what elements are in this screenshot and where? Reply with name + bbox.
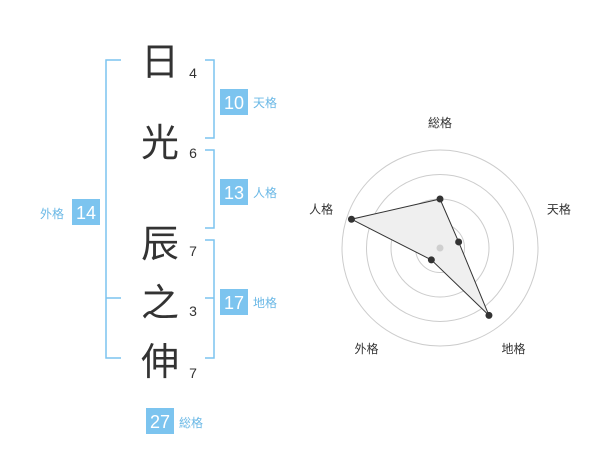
gaikaku-badge-box bbox=[72, 199, 100, 225]
radar-point-3 bbox=[485, 311, 493, 319]
soukaku-badge: 27 総格 bbox=[146, 408, 203, 434]
name-char-4: 之 bbox=[141, 281, 179, 325]
chikaku-bracket bbox=[205, 239, 215, 359]
stroke-count-1: 4 bbox=[189, 65, 197, 81]
radar-axis-label-1: 総格 bbox=[428, 115, 452, 130]
jinkaku-value: 13 bbox=[224, 183, 244, 203]
stroke-count-4: 3 bbox=[189, 303, 197, 319]
soukaku-label: 総格 bbox=[179, 415, 203, 430]
jinkaku-badge-box bbox=[220, 179, 248, 205]
tenkaku-label: 天格 bbox=[253, 95, 277, 110]
tenkaku-badge-box bbox=[220, 89, 248, 115]
radar-ring-3 bbox=[366, 174, 514, 322]
radar-axis-label-5: 人格 bbox=[309, 201, 333, 216]
tenkaku-bracket bbox=[205, 59, 215, 139]
gaikaku-badge: 外格 14 bbox=[40, 199, 100, 225]
radar-point-4 bbox=[427, 256, 435, 264]
stroke-count-3: 7 bbox=[189, 243, 197, 259]
jinkaku-bracket bbox=[205, 149, 215, 229]
name-char-3: 辰 bbox=[141, 222, 179, 266]
name-char-2: 光 bbox=[141, 121, 179, 165]
tenkaku-badge: 10 天格 bbox=[220, 89, 277, 115]
radar-point-2 bbox=[455, 238, 463, 246]
jinkaku-label: 人格 bbox=[253, 185, 277, 200]
chikaku-badge: 17 地格 bbox=[220, 289, 277, 315]
radar-axis-label-4: 外格 bbox=[355, 341, 379, 356]
jinkaku-badge: 13 人格 bbox=[220, 179, 277, 205]
radar-center-point bbox=[436, 244, 444, 252]
tenkaku-value: 10 bbox=[224, 93, 244, 113]
stroke-count-5: 7 bbox=[189, 365, 197, 381]
radar-point-5 bbox=[347, 215, 355, 223]
chikaku-label: 地格 bbox=[253, 295, 277, 310]
gaikaku-bracket bbox=[105, 59, 121, 359]
radar-ring-4 bbox=[341, 149, 539, 347]
radar-points bbox=[347, 195, 493, 319]
chikaku-value: 17 bbox=[224, 293, 244, 313]
soukaku-value: 27 bbox=[150, 412, 170, 432]
radar-polygon bbox=[350, 198, 490, 316]
radar-point-1 bbox=[436, 195, 444, 203]
stroke-count-2: 6 bbox=[189, 145, 197, 161]
gaikaku-label: 外格 bbox=[40, 206, 64, 221]
gaikaku-value: 14 bbox=[76, 203, 96, 223]
radar-rings bbox=[341, 149, 539, 347]
soukaku-badge-box bbox=[146, 408, 174, 434]
chikaku-badge-box bbox=[220, 289, 248, 315]
name-char-5: 伸 bbox=[141, 340, 179, 384]
radar-axis-label-3: 地格 bbox=[501, 341, 525, 356]
name-char-1: 日 bbox=[141, 40, 179, 84]
radar-axis-label-2: 天格 bbox=[547, 201, 571, 216]
